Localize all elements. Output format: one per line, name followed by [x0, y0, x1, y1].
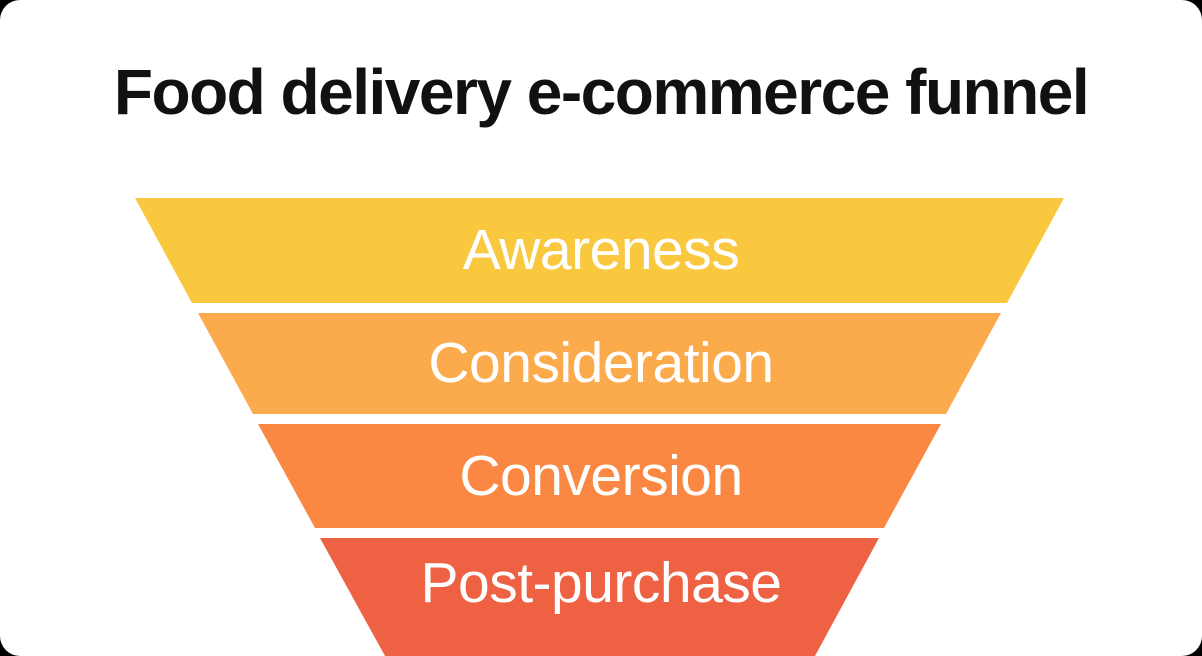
funnel-stage-post-purchase [320, 538, 879, 656]
funnel-stage-consideration [198, 313, 1001, 414]
funnel-stage-conversion [258, 424, 941, 528]
page-title: Food delivery e-commerce funnel [113, 56, 1090, 128]
funnel-stage-awareness [135, 198, 1064, 303]
